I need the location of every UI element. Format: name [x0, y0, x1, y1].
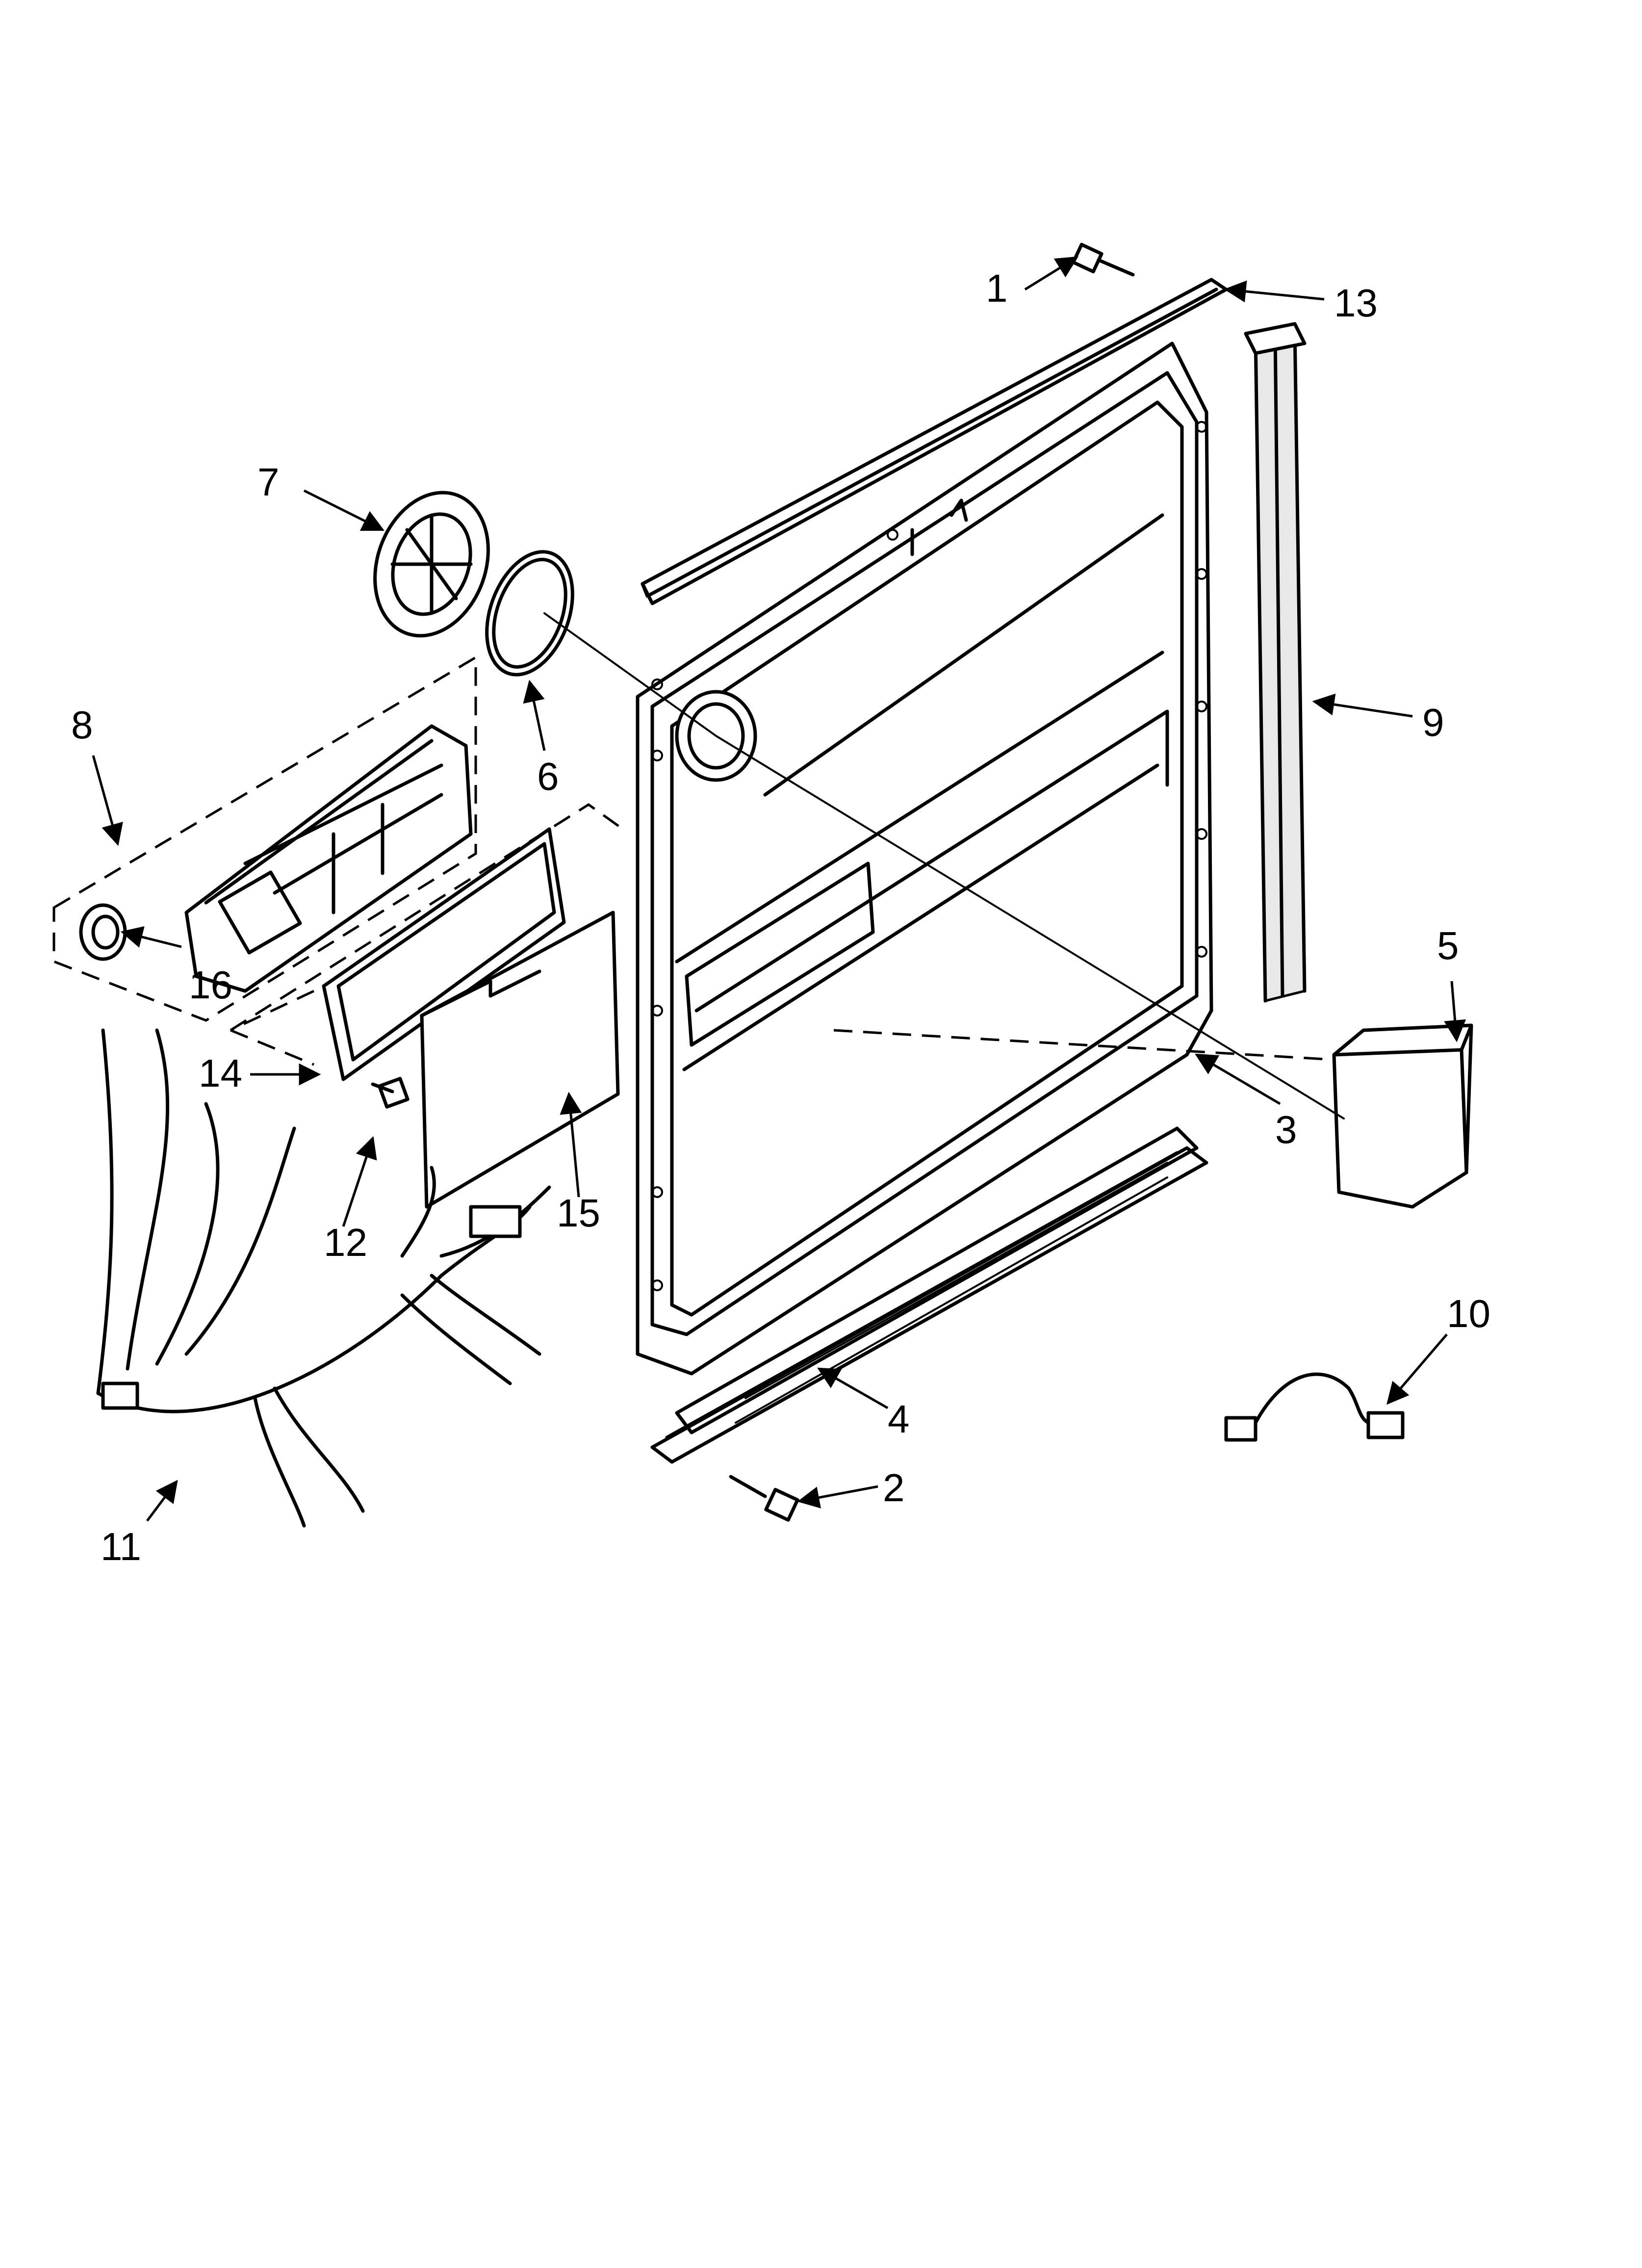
callout-6: 6 — [537, 755, 559, 798]
vent-duct — [1332, 1023, 1473, 1209]
callout-15: 15 — [557, 1191, 600, 1235]
vent-cover — [373, 491, 490, 638]
side-door-strip — [1244, 322, 1307, 1003]
screw-bottom — [729, 1475, 799, 1522]
wire-connector — [1224, 1372, 1405, 1442]
inner-door-panel — [636, 341, 1213, 1376]
callout-1: 1 — [986, 266, 1008, 310]
wire-harness — [96, 1028, 551, 1528]
leader-lines — [92, 256, 1466, 1522]
callout-2: 2 — [883, 1466, 905, 1510]
control-board — [420, 911, 620, 1209]
callout-7: 7 — [257, 460, 280, 504]
dispenser-assembly — [184, 724, 473, 993]
control-dashed-outline — [230, 803, 624, 1066]
callout-16: 16 — [189, 963, 232, 1007]
callout-8: 8 — [71, 703, 93, 747]
board-screw — [371, 1077, 410, 1109]
callout-3: 3 — [1275, 1108, 1297, 1151]
callout-9: 9 — [1422, 701, 1444, 744]
callout-12: 12 — [324, 1221, 367, 1264]
callout-5: 5 — [1437, 924, 1459, 967]
knob — [79, 903, 127, 961]
callout-10: 10 — [1447, 1292, 1490, 1335]
callout-4: 4 — [888, 1397, 910, 1441]
control-panel-frame — [322, 827, 566, 1081]
bottom-door-rail — [650, 1126, 1208, 1464]
callout-13: 13 — [1334, 281, 1378, 325]
callout-11: 11 — [101, 1525, 141, 1568]
callout-labels: 1 2 3 4 5 6 7 8 9 10 11 12 13 14 15 16 — [71, 266, 1490, 1568]
callout-14: 14 — [199, 1051, 242, 1095]
screw-top — [1071, 242, 1135, 277]
